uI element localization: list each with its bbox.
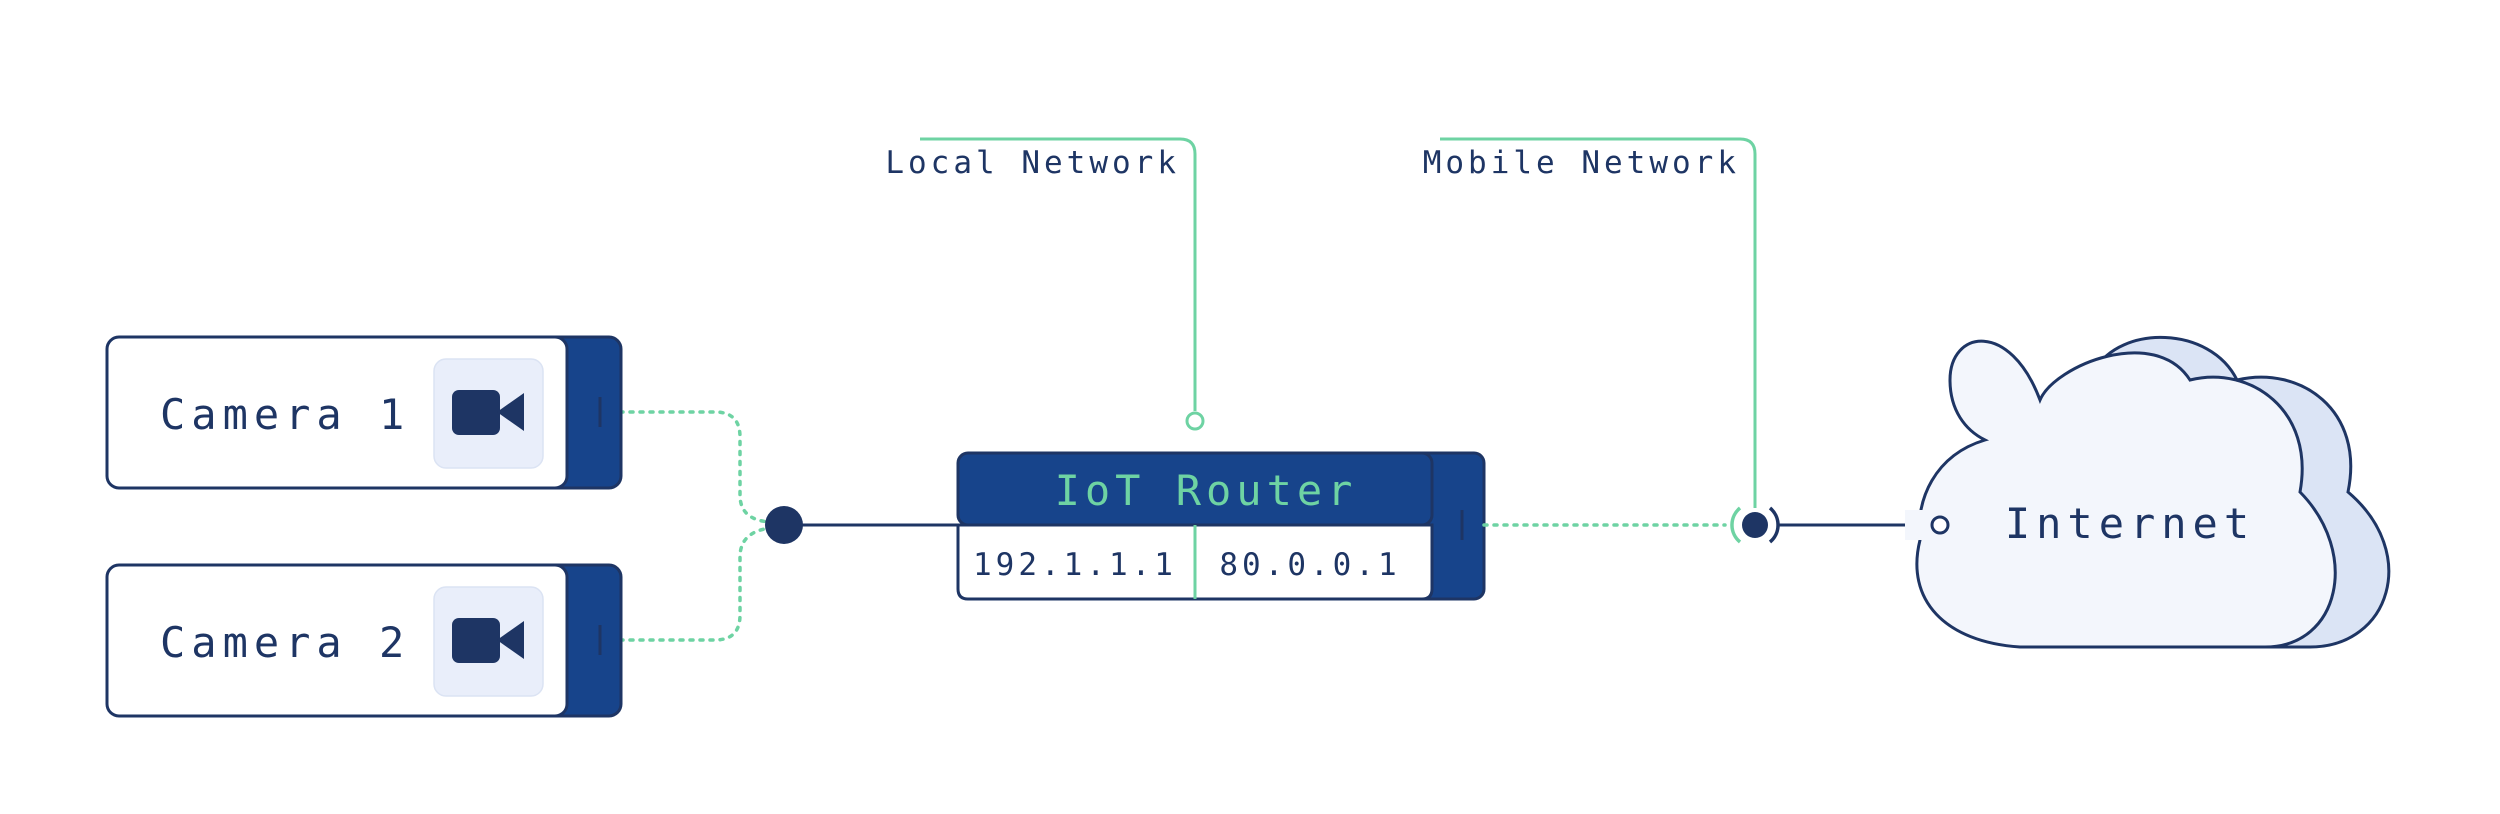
local-network-anchor-dot xyxy=(1185,411,1205,431)
camera-2-connector xyxy=(598,526,772,642)
signal-arc-right xyxy=(1768,506,1780,544)
camera-1-card[interactable]: Camera 1 xyxy=(105,335,623,490)
camera-2-label: Camera 2 xyxy=(160,618,410,667)
internet-label: Internet xyxy=(2005,499,2255,548)
camera-1-connector xyxy=(598,410,772,524)
video-camera-icon xyxy=(433,586,544,697)
local-network-callout: Local Network xyxy=(885,137,1205,431)
signal-arc-left xyxy=(1730,506,1742,544)
camera-2-card[interactable]: Camera 2 xyxy=(105,563,623,718)
internet-cloud[interactable]: Internet xyxy=(1905,335,2391,649)
local-network-label: Local Network xyxy=(885,145,1180,181)
mobile-network-label: Mobile Network xyxy=(1423,145,1740,181)
router-external-ip: 80.0.0.1 xyxy=(1219,547,1400,583)
cloud-edge-mask xyxy=(1905,510,1935,540)
router-title: IoT Router xyxy=(1055,466,1358,515)
mobile-network-leader-line xyxy=(1440,137,1757,508)
local-network-leader-line xyxy=(920,137,1197,411)
video-camera-icon xyxy=(433,358,544,469)
camera-1-label: Camera 1 xyxy=(160,390,410,439)
cloud-icon xyxy=(1915,335,2391,649)
mobile-node-dot xyxy=(1742,512,1768,538)
mobile-network-callout: Mobile Network xyxy=(1423,137,1757,508)
camera-connectors xyxy=(598,410,772,642)
camera-junction-node xyxy=(765,506,803,544)
mobile-network-node xyxy=(1730,506,1780,544)
internet-port-node xyxy=(1930,515,1950,535)
cloud-front xyxy=(1915,339,2337,649)
router-local-ip: 192.1.1.1 xyxy=(973,547,1177,583)
iot-router[interactable]: IoT Router 192.1.1.1 80.0.0.1 xyxy=(956,451,1486,601)
